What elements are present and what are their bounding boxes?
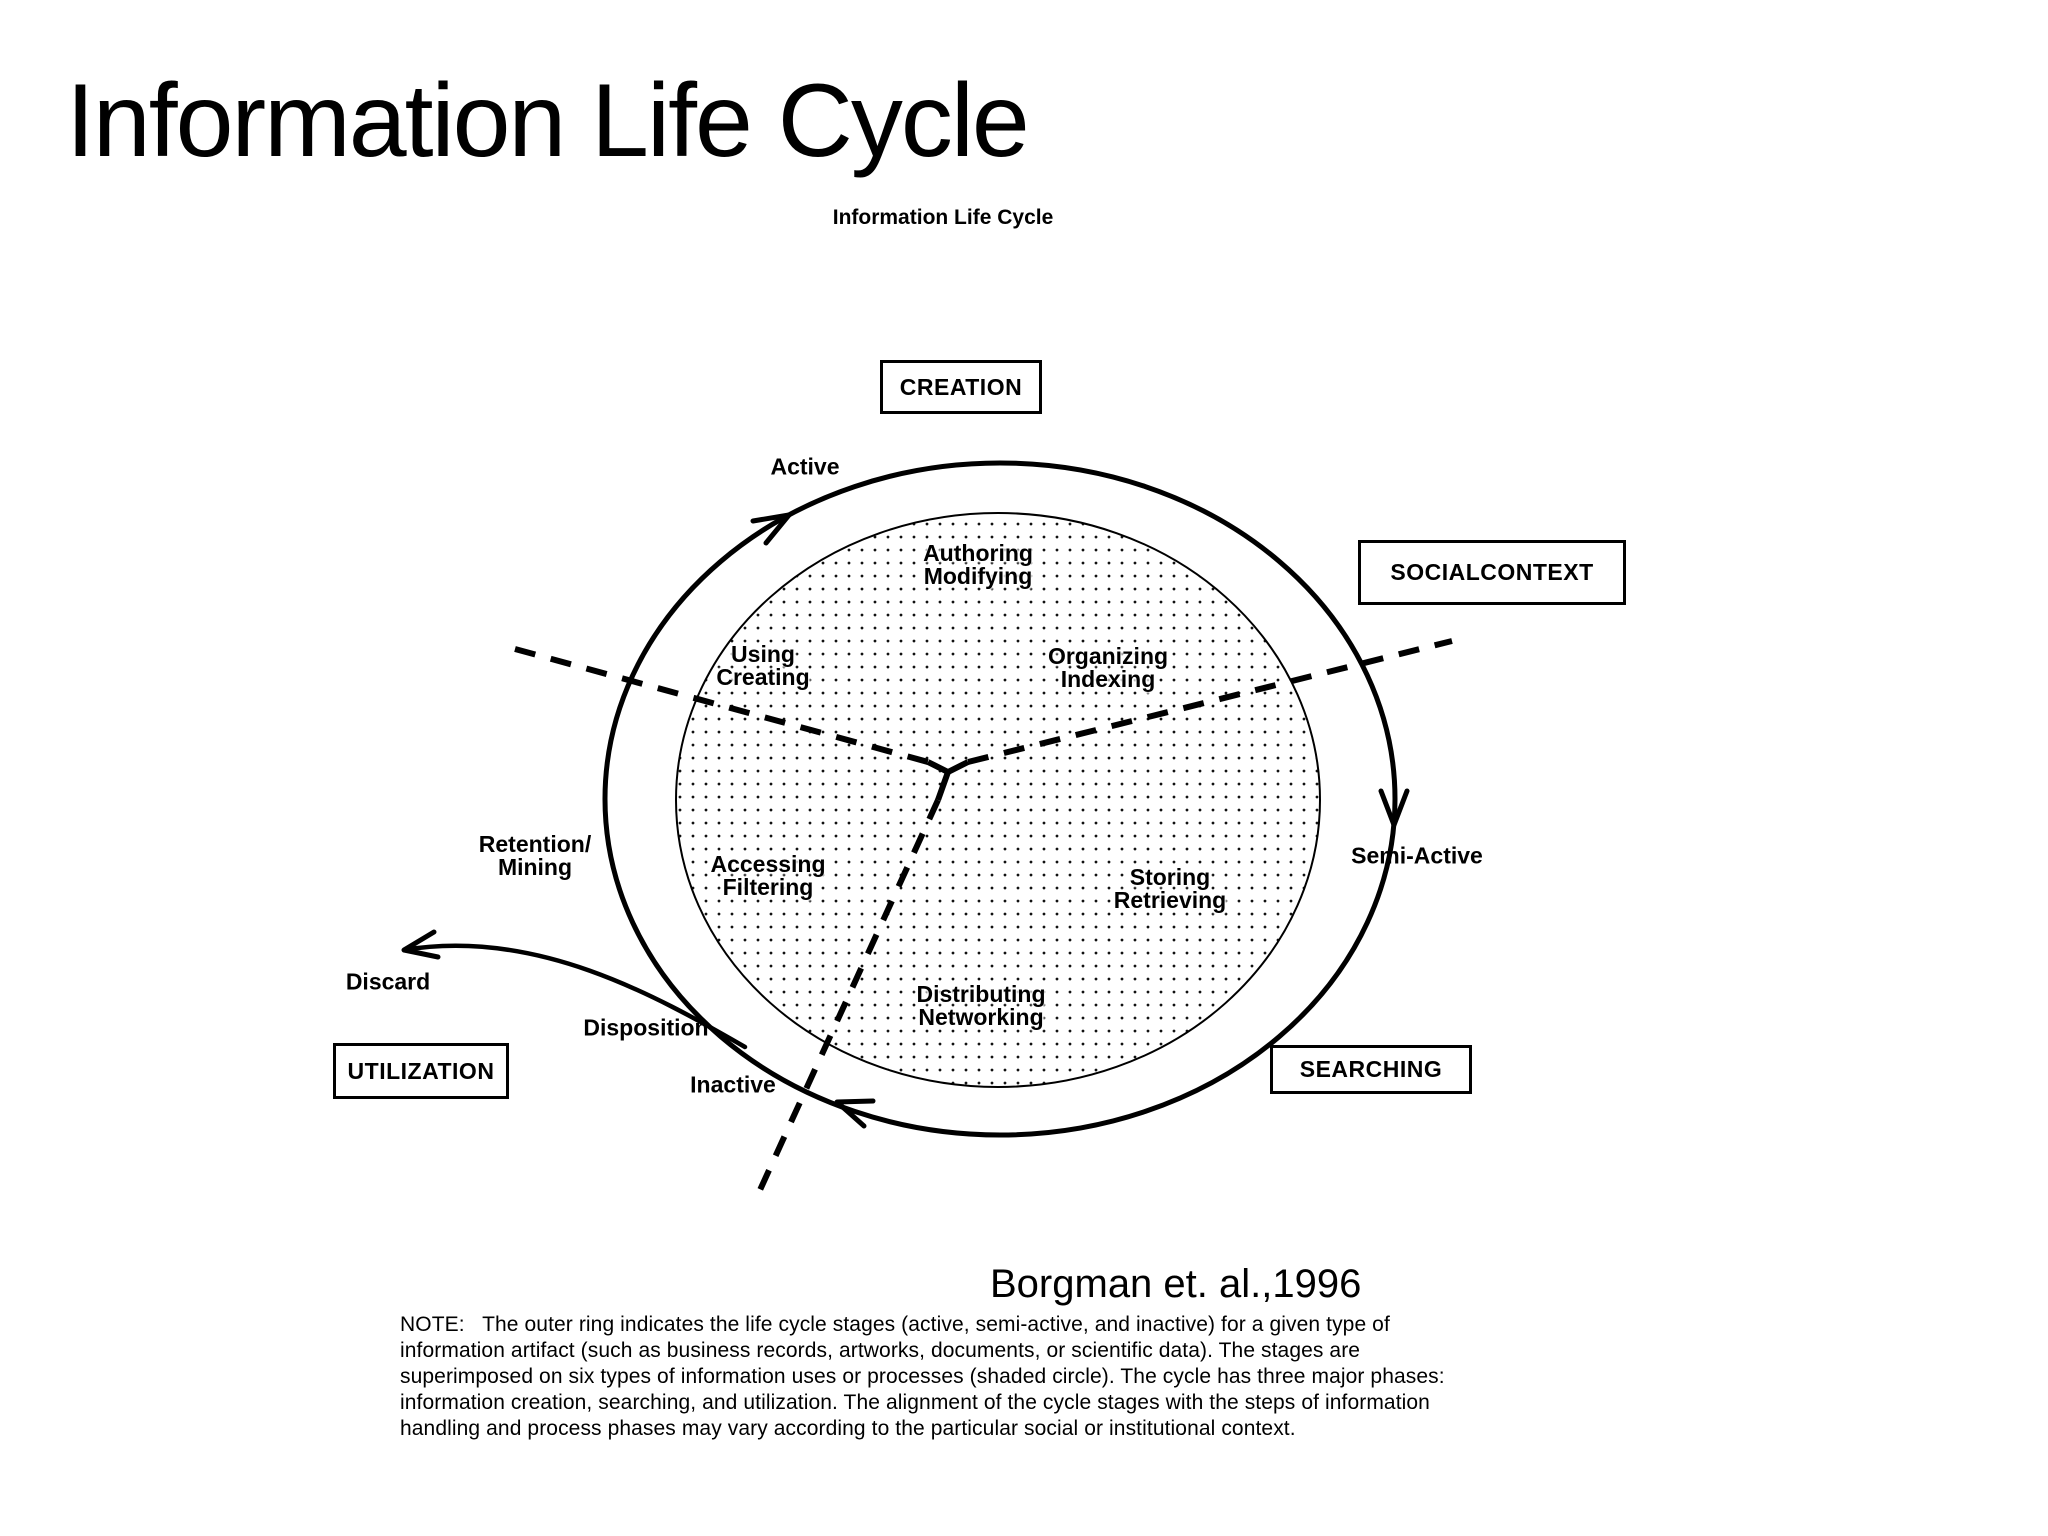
process-label-using-creating: Using Creating bbox=[716, 643, 809, 689]
process-distributing-line2: Networking bbox=[918, 1004, 1044, 1030]
stage-label-inactive: Inactive bbox=[690, 1071, 776, 1098]
process-label-storing-retrieving: Storing Retrieving bbox=[1114, 866, 1226, 912]
label-discard: Discard bbox=[345, 968, 431, 995]
divider-right-dashed-line bbox=[967, 638, 1453, 765]
label-retention-mining-line2: Mining bbox=[497, 854, 573, 880]
process-label-accessing-filtering: Accessing Filtering bbox=[710, 853, 825, 899]
label-retention-mining-line1: Retention/ bbox=[478, 831, 592, 857]
process-organizing-line1: Organizing bbox=[1047, 643, 1169, 669]
process-authoring-line2: Modifying bbox=[923, 563, 1033, 589]
process-distributing-line1: Distributing bbox=[916, 981, 1046, 1007]
process-storing-line2: Retrieving bbox=[1113, 887, 1227, 913]
process-storing-line1: Storing bbox=[1129, 864, 1211, 890]
process-label-distributing-networking: Distributing Networking bbox=[916, 983, 1045, 1029]
process-accessing-line1: Accessing bbox=[710, 851, 826, 877]
process-authoring-line1: Authoring bbox=[923, 540, 1033, 566]
label-disposition: Disposition bbox=[583, 1014, 709, 1041]
note-line-4: information creation, searching, and uti… bbox=[400, 1391, 1430, 1414]
stage-label-active: Active bbox=[770, 453, 840, 480]
discard-curve bbox=[401, 943, 748, 1050]
process-accessing-line2: Filtering bbox=[722, 874, 814, 900]
cycle-arrow-top-left-icon bbox=[750, 512, 792, 546]
label-retention-mining: Retention/ Mining bbox=[479, 833, 591, 879]
stage-label-semi-active: Semi-Active bbox=[1351, 842, 1483, 869]
phase-box-social-context-label: SOCIALCONTEXT bbox=[1390, 559, 1594, 585]
note-line-5: handling and process phases may vary acc… bbox=[400, 1417, 1296, 1440]
page-title: Information Life Cycle bbox=[66, 63, 1030, 179]
process-label-authoring-modifying: Authoring Modifying bbox=[923, 542, 1033, 588]
outer-ring bbox=[602, 460, 1398, 1138]
phase-box-social-context: SOCIALCONTEXT bbox=[1358, 540, 1626, 605]
inner-process-circle bbox=[675, 512, 1321, 1088]
cycle-arrow-right-icon bbox=[1378, 788, 1410, 828]
phase-dividers bbox=[514, 638, 1453, 1192]
phase-box-utilization-label: UTILIZATION bbox=[347, 1057, 495, 1084]
phase-box-utilization: UTILIZATION bbox=[333, 1043, 509, 1099]
citation: Borgman et. al.,1996 bbox=[990, 1262, 1362, 1306]
note-line-1: NOTE: The outer ring indicates the life … bbox=[400, 1313, 1390, 1336]
phase-box-creation: CREATION bbox=[880, 360, 1042, 414]
process-using-line1: Using bbox=[731, 641, 795, 667]
phase-box-creation-label: CREATION bbox=[899, 373, 1023, 400]
phase-box-searching-label: SEARCHING bbox=[1299, 1056, 1443, 1082]
figure-note: NOTE: The outer ring indicates the life … bbox=[400, 1312, 1445, 1442]
process-using-line2: Creating bbox=[716, 664, 810, 690]
process-label-organizing-indexing: Organizing Indexing bbox=[1048, 645, 1168, 691]
note-line-2: information artifact (such as business r… bbox=[400, 1339, 1361, 1362]
phase-box-searching: SEARCHING bbox=[1270, 1045, 1472, 1094]
discard-arrow-icon bbox=[401, 929, 441, 960]
divider-junction-stub bbox=[935, 770, 951, 802]
cycle-arrow-bottom-icon bbox=[834, 1098, 876, 1129]
process-organizing-line2: Indexing bbox=[1060, 666, 1156, 692]
figure-title: Information Life Cycle bbox=[832, 206, 1054, 229]
note-line-3: superimposed on six types of information… bbox=[400, 1365, 1445, 1388]
